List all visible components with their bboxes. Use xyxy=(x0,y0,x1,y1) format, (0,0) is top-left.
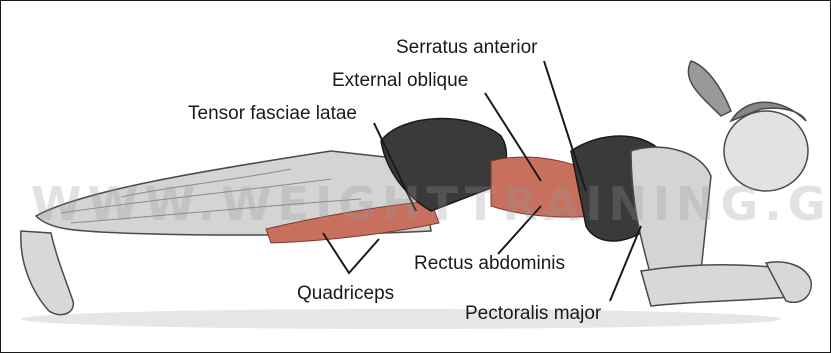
label-quadriceps: Quadriceps xyxy=(297,284,394,303)
label-serratus-anterior: Serratus anterior xyxy=(396,38,538,57)
label-pectoralis-major: Pectoralis major xyxy=(465,304,601,323)
floor-shadow xyxy=(21,309,781,329)
label-rectus-abdominis: Rectus abdominis xyxy=(414,254,565,273)
feet xyxy=(21,231,74,315)
watermark-text: WWW.WEIGHTTRAINING.GUIDE xyxy=(31,181,831,227)
ponytail xyxy=(688,61,731,116)
label-external-oblique: External oblique xyxy=(332,71,468,90)
label-tensor-fasciae-latae: Tensor fasciae latae xyxy=(188,104,357,123)
